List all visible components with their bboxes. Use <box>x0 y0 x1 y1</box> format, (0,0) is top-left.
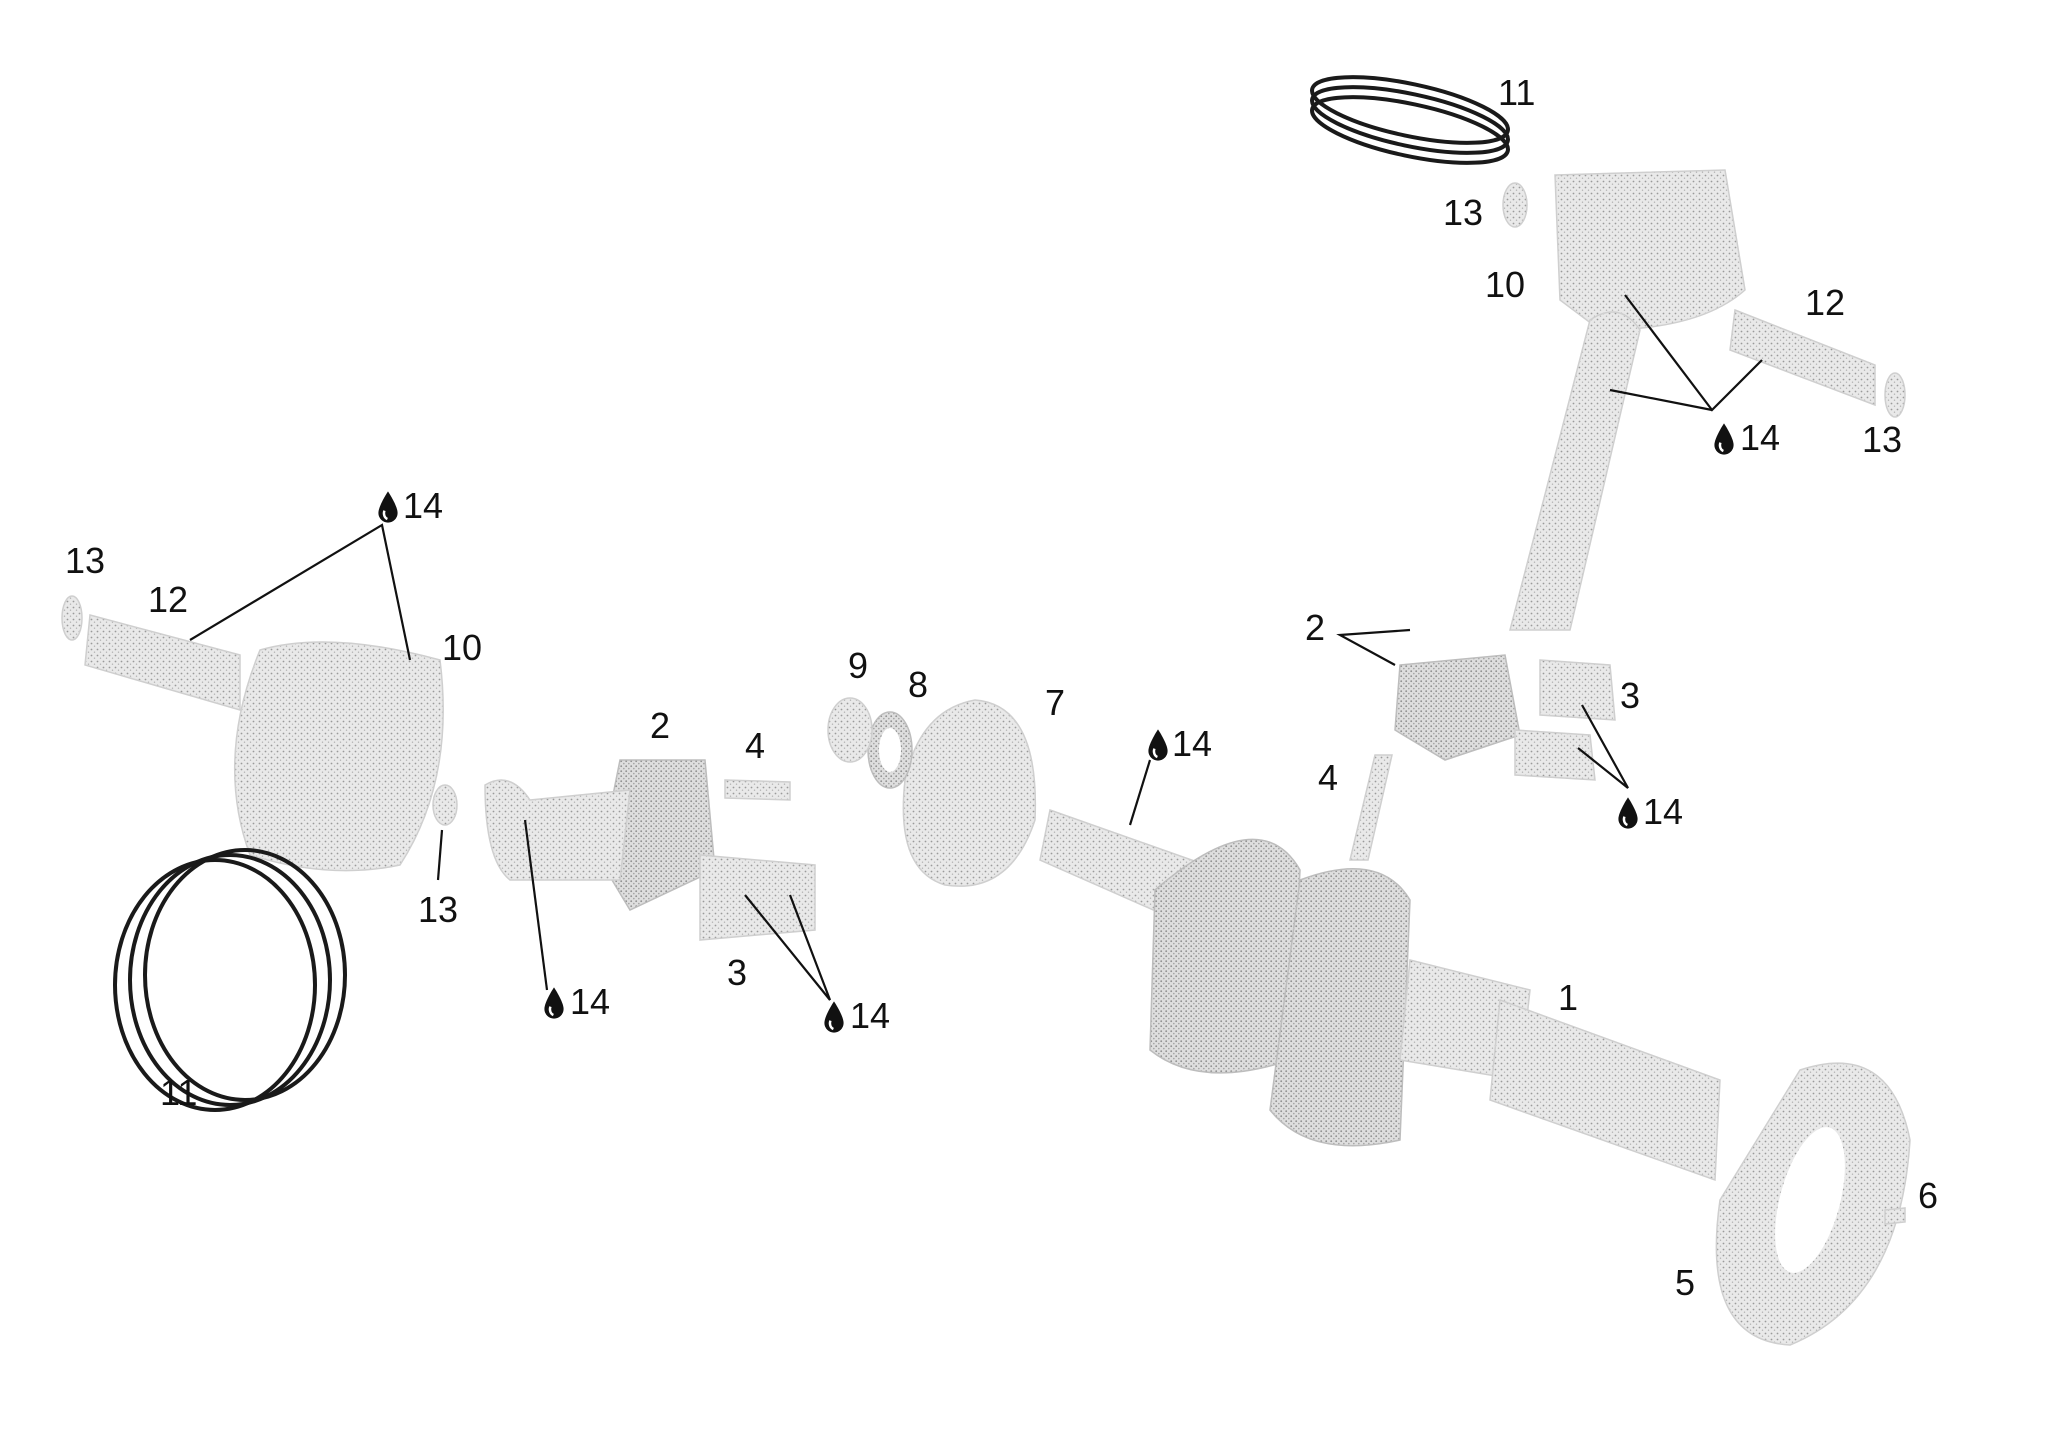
label-10-left: 10 <box>442 627 482 668</box>
label-11-right: 11 <box>1498 72 1535 113</box>
label-2-right: 2 <box>1305 607 1325 648</box>
piston-pin-right <box>1729 308 1876 407</box>
key-6 <box>1884 1207 1906 1225</box>
label-14-right-bearing: 14 <box>1643 791 1683 832</box>
ring-set-left <box>113 848 347 1112</box>
label-11-left: 11 <box>160 1072 197 1113</box>
circlip-left-top <box>61 595 83 641</box>
leader-14-right-bearing <box>1577 704 1629 789</box>
bearing-left <box>699 854 816 941</box>
bolt-right <box>1349 754 1393 861</box>
leader-14-right-rod <box>1609 388 1713 412</box>
label-10-right: 10 <box>1485 264 1525 305</box>
label-5: 5 <box>1675 1262 1695 1303</box>
leader-14-left-rod <box>523 819 549 991</box>
leader-13-left-bottom <box>436 829 444 881</box>
label-2-left: 2 <box>650 705 670 746</box>
label-3-left: 3 <box>727 952 747 993</box>
oil-drop-group-left-bearing: 14 <box>823 995 890 1036</box>
connecting-rod-left <box>484 779 631 881</box>
piston-left <box>234 641 444 872</box>
gear-5-bore <box>1775 1127 1845 1273</box>
label-9: 9 <box>848 645 868 686</box>
big-end-right <box>1394 654 1521 761</box>
oil-drop-icon <box>1713 422 1735 456</box>
gear-7 <box>902 699 1037 887</box>
label-6: 6 <box>1918 1175 1938 1216</box>
leader-14-crank <box>1128 759 1152 826</box>
label-14-left-piston: 14 <box>403 485 443 526</box>
oil-drop-group-right-top: 14 <box>1713 417 1780 458</box>
washer-9 <box>827 697 873 763</box>
label-14-right-top: 14 <box>1740 417 1780 458</box>
piston-pin-left <box>84 614 241 711</box>
oil-drop-icon <box>543 986 565 1020</box>
oil-drop-group-crank: 14 <box>1147 723 1212 764</box>
bolt-left <box>724 779 791 801</box>
label-3-right: 3 <box>1620 675 1640 716</box>
connecting-rod-right <box>1509 311 1641 631</box>
label-13-left-top: 13 <box>65 540 105 581</box>
label-13-right-bottom: 13 <box>1862 419 1902 460</box>
label-4-right: 4 <box>1318 757 1338 798</box>
label-12-right: 12 <box>1805 282 1845 323</box>
washer-8-hole <box>879 728 901 772</box>
bearing-right-lower <box>1514 729 1596 781</box>
piston-right <box>1554 169 1746 331</box>
label-4-left: 4 <box>745 725 765 766</box>
leader-2-right <box>1336 628 1411 666</box>
label-8: 8 <box>908 664 928 705</box>
oil-drop-icon <box>377 490 399 524</box>
ring-set-right <box>1310 75 1510 165</box>
label-13-right-top: 13 <box>1443 192 1483 233</box>
label-7: 7 <box>1045 682 1065 723</box>
crankshaft-rear-shaft <box>1489 998 1721 1182</box>
label-1: 1 <box>1558 977 1578 1018</box>
label-12-left: 12 <box>148 579 188 620</box>
bearing-right-upper <box>1539 659 1616 721</box>
circlip-left-bottom <box>432 784 458 826</box>
leader-14-left-piston <box>189 523 412 661</box>
circlip-right-bottom <box>1884 372 1906 418</box>
label-13-left-bottom: 13 <box>418 889 458 930</box>
oil-drop-icon <box>1147 728 1169 762</box>
label-14-left-bearing: 14 <box>850 995 890 1036</box>
leader-14-left-bearing <box>744 894 832 1001</box>
oil-drop-icon <box>823 1000 845 1034</box>
oil-drop-group-right-bearing: 14 <box>1617 791 1683 832</box>
oil-drop-group-left-rod: 14 <box>543 981 610 1022</box>
label-14-left-rod: 14 <box>570 981 610 1022</box>
circlip-right-top <box>1502 182 1528 228</box>
crank-web-2 <box>1269 868 1411 1147</box>
label-14-crank: 14 <box>1172 723 1212 764</box>
oil-drop-group-left-piston: 14 <box>377 485 443 526</box>
oil-drop-icon <box>1617 796 1639 830</box>
